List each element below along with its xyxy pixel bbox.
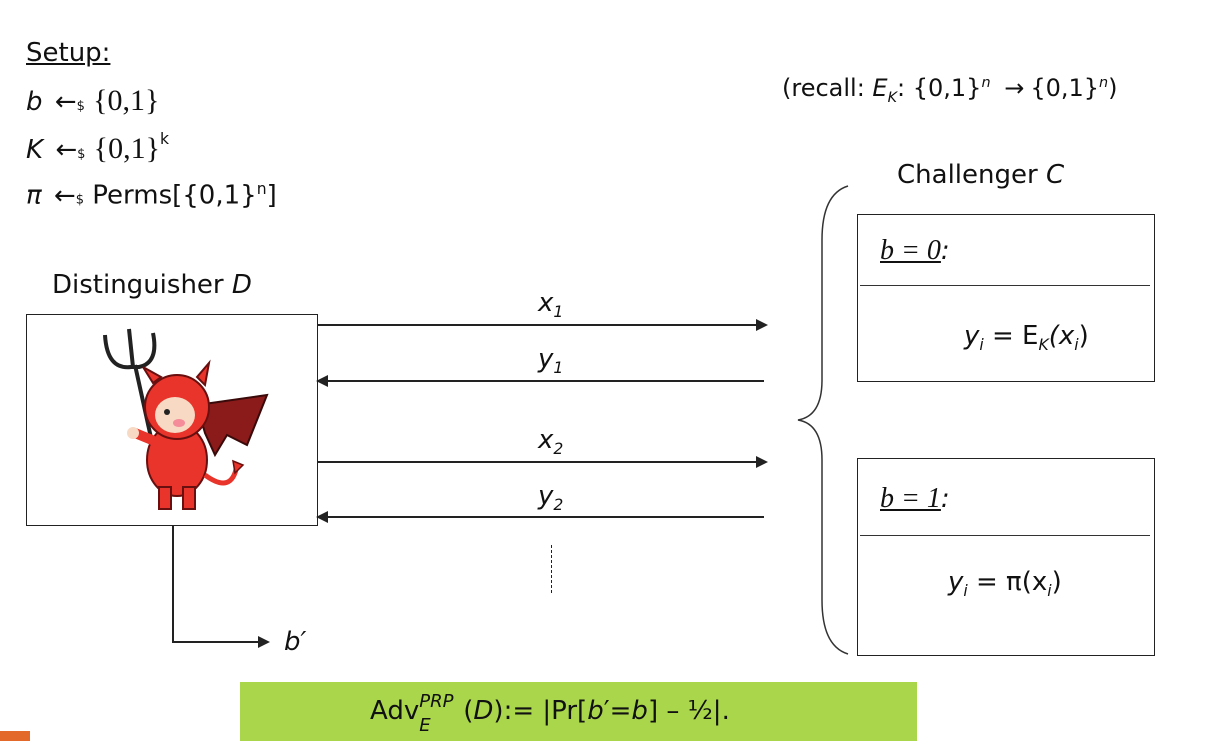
message-x2-label: x2 — [538, 425, 564, 459]
arrow-x2-head — [756, 456, 768, 468]
arrow-y2 — [328, 516, 764, 518]
output-b-prime: b′ — [284, 627, 307, 657]
world-0-divider — [860, 285, 1150, 286]
world-0-condition: b = 0: — [880, 235, 950, 266]
distinguisher-box — [26, 314, 318, 526]
message-y2-label: y2 — [538, 481, 564, 515]
setup-line-k: K ←$ {0,1}k — [26, 130, 170, 165]
recall-note: (recall: EK: {0,1}n →{0,1}n) — [782, 74, 1118, 106]
setup-line-pi: π ←$ Perms[{0,1}n] — [26, 180, 277, 211]
distinguisher-label: Distinguisher D — [52, 270, 252, 300]
arrow-y2-head — [316, 511, 328, 523]
world-1-divider — [860, 535, 1150, 536]
world-1-condition: b = 1: — [880, 483, 950, 514]
arrow-y1-head — [316, 375, 328, 387]
output-horizontal-line — [172, 641, 258, 643]
output-arrowhead — [258, 636, 270, 648]
arrow-y1 — [328, 380, 764, 382]
arrow-x1-head — [756, 319, 768, 331]
world-0-box: b = 0: yi = EK(xi) — [857, 214, 1155, 382]
world-0-formula: yi = EK(xi) — [964, 321, 1089, 355]
arrow-x1 — [318, 324, 758, 326]
message-y1-label: y1 — [538, 344, 564, 378]
world-1-box: b = 1: yi = π(xi) — [857, 458, 1155, 656]
devil-icon — [103, 328, 269, 510]
challenger-brace — [797, 185, 849, 655]
world-1-formula: yi = π(xi) — [948, 567, 1062, 601]
challenger-label: Challenger C — [897, 160, 1065, 190]
message-x1-label: x1 — [538, 288, 564, 322]
setup-heading: Setup: — [26, 38, 111, 68]
continuation-dots — [551, 545, 552, 593]
setup-line-b: b ←$ {0,1} — [26, 84, 160, 117]
output-vertical-line — [172, 526, 174, 642]
arrow-x2 — [318, 461, 758, 463]
slide-corner-accent — [0, 731, 30, 741]
